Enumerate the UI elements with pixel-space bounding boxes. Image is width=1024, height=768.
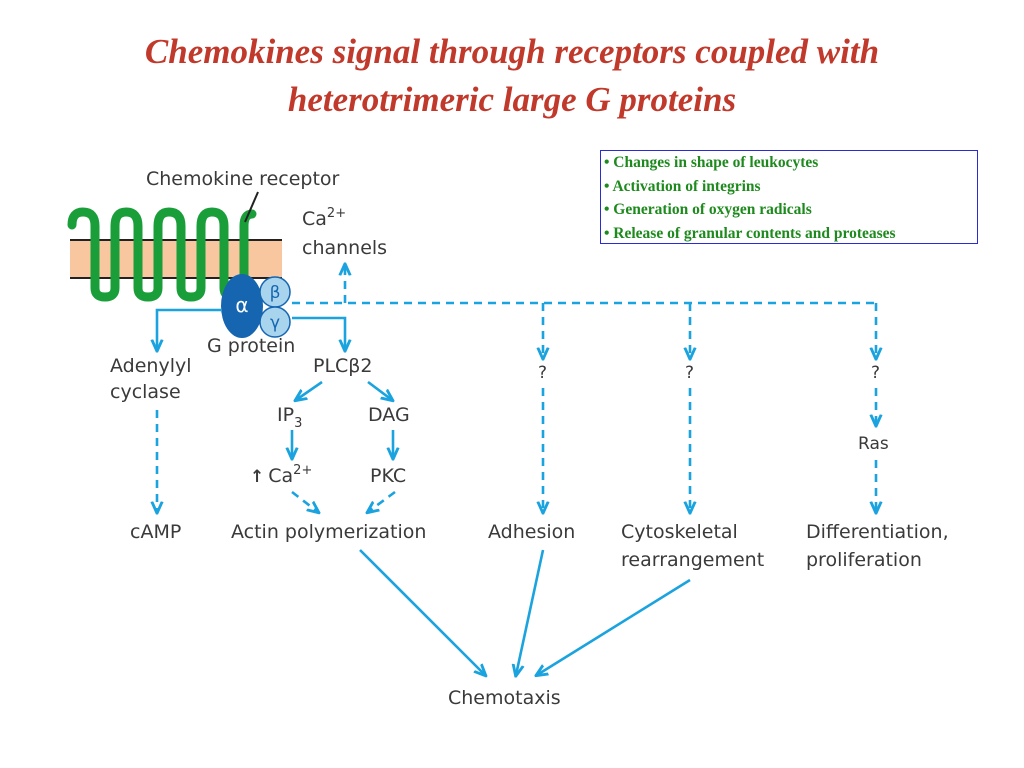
- actin-polymerization-label: Actin polymerization: [231, 521, 426, 543]
- arrow-ca-to-actin: [291, 490, 318, 512]
- differentiation-label-line2: proliferation: [806, 549, 922, 571]
- effect-item: • Generation of oxygen radicals: [604, 201, 812, 218]
- alpha-label: α: [235, 293, 248, 317]
- ip3-label: IP3: [277, 404, 302, 431]
- arrow-plc-to-dag: [367, 380, 392, 400]
- differentiation-unknown-mark: ?: [871, 363, 880, 383]
- adenylyl-cyclase-label-line2: cyclase: [110, 381, 181, 403]
- arrow-pkc-to-actin: [368, 490, 396, 512]
- adhesion-label: Adhesion: [488, 521, 575, 543]
- arrow-plc-to-ip3: [296, 380, 323, 400]
- cytoskeletal-unknown-mark: ?: [685, 363, 694, 383]
- ca-channels-label: Ca2+: [302, 206, 346, 230]
- cell-membrane: [70, 240, 282, 278]
- arrow-to-adenylyl-cyclase: [157, 308, 222, 350]
- arrow-adhesion-to-chemotaxis: [516, 549, 545, 675]
- chemotaxis-label: Chemotaxis: [448, 687, 561, 709]
- receptor-label: Chemokine receptor: [146, 168, 340, 190]
- beta-label: β: [270, 283, 281, 303]
- ras-label: Ras: [858, 434, 889, 454]
- title-line-2: heterotrimeric large G proteins: [287, 80, 737, 119]
- effect-item: • Release of granular contents and prote…: [604, 224, 896, 242]
- arrow-cytoskeletal-to-chemotaxis: [537, 578, 691, 675]
- effect-item: • Changes in shape of leukocytes: [604, 154, 819, 171]
- adenylyl-cyclase-label: Adenylyl: [110, 355, 192, 377]
- dag-label: DAG: [368, 404, 410, 426]
- camp-label: cAMP: [130, 521, 181, 543]
- chemokine-receptor-icon: [67, 207, 257, 302]
- g-protein-label: G protein: [207, 335, 295, 357]
- pkc-label: PKC: [370, 465, 406, 487]
- differentiation-label: Differentiation,: [806, 521, 949, 543]
- g-alpha-subunit: [221, 274, 263, 338]
- ca-increase-label: ↑Ca2+: [250, 463, 312, 487]
- plc-beta2-label: PLCβ2: [313, 355, 373, 377]
- effects-box: • Changes in shape of leukocytes • Activ…: [600, 150, 978, 244]
- cytoskeletal-label: Cytoskeletal: [621, 521, 738, 543]
- title-line-1: Chemokines signal through receptors coup…: [144, 32, 880, 71]
- arrow-actin-to-chemotaxis: [359, 549, 485, 675]
- gamma-label: γ: [270, 313, 280, 333]
- effect-item: • Activation of integrins: [604, 177, 761, 195]
- receptor-pointer-line: [244, 191, 259, 223]
- page-title: Chemokines signal through receptors coup…: [0, 28, 1024, 124]
- arrow-to-plc: [292, 316, 345, 350]
- adhesion-unknown-mark: ?: [538, 363, 547, 383]
- g-gamma-subunit: [259, 306, 291, 338]
- cytoskeletal-label-line2: rearrangement: [621, 549, 764, 571]
- ca-channels-label-line2: channels: [302, 237, 387, 259]
